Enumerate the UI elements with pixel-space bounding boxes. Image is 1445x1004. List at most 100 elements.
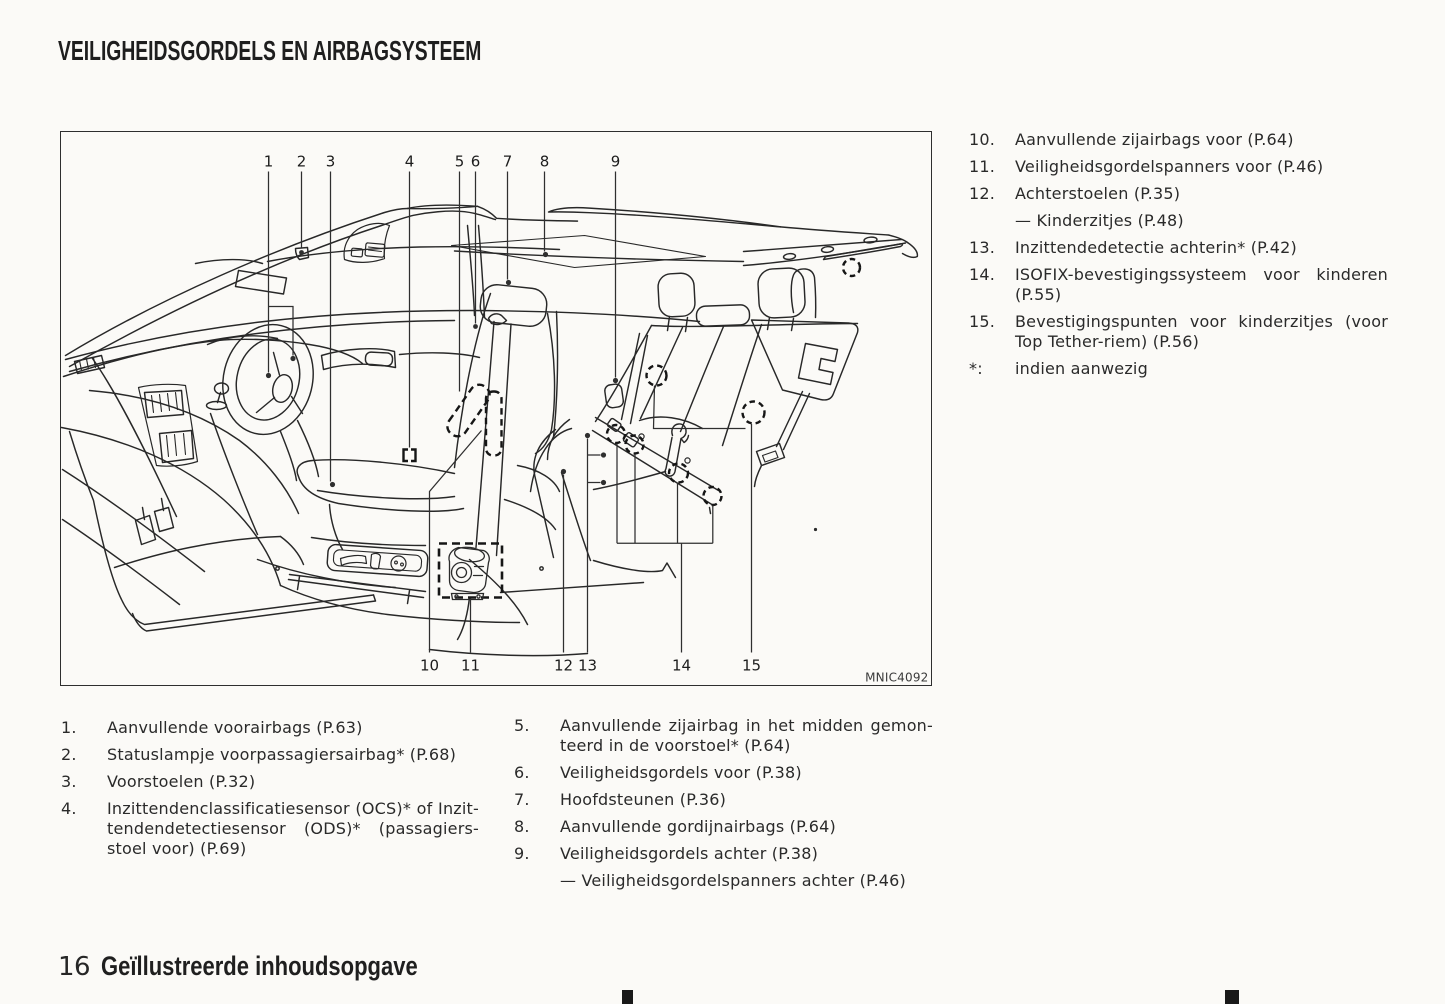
legend-item-line: Inzittendedetectie achterin* (P.42) [1015,238,1297,257]
detail-line-10 [454,547,486,563]
legend-item-text: Veiligheidsgordelspanners voor (P.46) [1015,157,1388,177]
rear-belt-left [621,333,649,425]
tunnel-top [280,585,521,624]
switch-grid [368,246,384,253]
third-row-headrest [790,268,817,319]
front-headrest [479,284,548,328]
front-seat-cushion [296,459,465,513]
detail-line-3 [166,433,187,458]
roof-mount-2 [821,246,835,254]
page-number: 16 [58,952,91,982]
callout-14: 14 [672,657,691,675]
floor-diag-2 [62,519,181,606]
armrest-arc-1 [533,429,557,476]
marker-isofix-2 [624,434,646,456]
rear-bench [530,267,859,562]
legend-item: 5.Aanvullende zijairbag in het midden ge… [514,716,933,756]
roof-mount-3 [863,236,879,244]
detail-line-12 [451,562,473,584]
b-pillar-rear [478,225,486,319]
legend-item-text: Veiligheidsgordels achter (P.38) [560,844,933,864]
detail-line-5 [222,324,315,436]
window-sill-line [65,310,701,361]
seat-base-leg [329,504,344,551]
seat-rails [288,574,427,605]
rearview-mirror [235,270,288,296]
overhead-console [343,223,391,264]
detail-line-1 [79,357,97,372]
leader-1 [268,171,295,373]
roof-rail-right [548,207,782,229]
legend-item-number: 1. [61,718,77,737]
floor-mat-edge [429,649,589,657]
floor-mat-front [280,536,305,566]
third-row-slab [751,319,859,402]
legend-item-number: 11. [969,157,996,176]
roof-band-lower [743,242,907,267]
legend-item-line: Aanvullende gordijnairbags (P.64) [560,817,836,836]
legend-item-line: Voorstoelen (P.32) [107,772,256,791]
legend-item: 8.Aanvullende gordijnairbags (P.64) [514,817,933,837]
callout-8: 8 [540,153,550,171]
bench-under-edge [593,471,667,491]
front-seatback-left [454,293,492,469]
window-sill-line-2 [69,320,456,373]
legend-item: 3. Voorstoelen (P.32) [61,772,479,792]
wheel-spokes [256,352,304,415]
legend-middle-column: 5.Aanvullende zijairbag in het midden ge… [514,716,933,891]
marker-toptether-3 [842,258,862,278]
b-pillar-front [467,225,476,317]
legend-item-text: ISOFIX-bevestigingssysteem voor kinderen… [1015,265,1388,305]
legend-item-text: Aanvullende zijairbag in het midden gemo… [560,716,933,756]
legend-item-text: Bevestigingspunten voor kinderzitjes (vo… [1015,312,1388,352]
front-seatback-right [535,313,556,455]
callout-1: 1 [264,153,274,171]
legend-item-text: — Veiligheidsgordelspanners achter (P.46… [560,871,933,891]
marker-side-airbag-outboard [485,390,504,458]
third-row-belt [776,391,811,451]
bight-band-upper [595,417,720,492]
legend-item-text: Inzittendenclassificatiesensor (OCS)* of… [107,799,479,859]
dot-13b [601,452,607,459]
dot-9 [613,378,619,384]
legend-item-line: — Kinderzitjes (P.48) [1015,211,1184,230]
door-opening-edge [69,431,375,626]
third-row-strap [754,465,763,488]
detail-line-17 [473,566,485,577]
floor-mat-left [114,536,282,569]
car-interior-illustration: 1 2 3 4 5 6 7 8 9 10 11 12 13 14 15 MNIC… [61,153,929,685]
legend-item: 15.Bevestigingspunten voor kinderzitjes … [969,312,1388,352]
dot-6 [473,324,479,330]
seat-base-front [311,537,427,547]
floor-line-a [593,560,677,579]
wheel-arch [530,428,573,493]
legend-item-line: Hoofdsteunen (P.36) [560,790,727,809]
bench-side-line [561,472,592,562]
callout-6: 6 [471,153,481,171]
legend-item-text: Aanvullende voorairbags (P.63) [107,718,479,738]
figure-code: MNIC4092 [866,671,929,685]
dot-2 [299,250,305,256]
dash-mid-crease [89,390,300,515]
legend-item: 6.Veiligheidsgordels voor (P.38) [514,763,933,783]
front-seatbelt-band [475,321,513,557]
door-handle-bezel [365,351,394,368]
roof-gutter-hook [477,205,579,223]
dash-left-bulge [92,358,178,518]
callout-9: 9 [611,153,621,171]
legend-left-column: 1.Aanvullende voorairbags (P.63)2.Status… [61,718,479,859]
bench-side-line-2 [534,474,555,559]
floor-dot-left [539,566,545,572]
dot-7 [506,280,512,286]
leader-13 [587,438,601,653]
dash-front-edge [61,427,282,587]
a-pillar-outer [65,208,409,357]
legend-item-number: 3. [61,772,77,791]
rear-seatback-pleat-2 [680,326,725,433]
callout-4: 4 [405,153,415,171]
roof-tip-hook [902,242,919,259]
mirror-sensor-box [295,247,310,261]
roof-rail-left [407,204,479,210]
legend-item-text: indien aanwezig [1015,359,1388,379]
curtain-airbag-line [454,250,745,263]
